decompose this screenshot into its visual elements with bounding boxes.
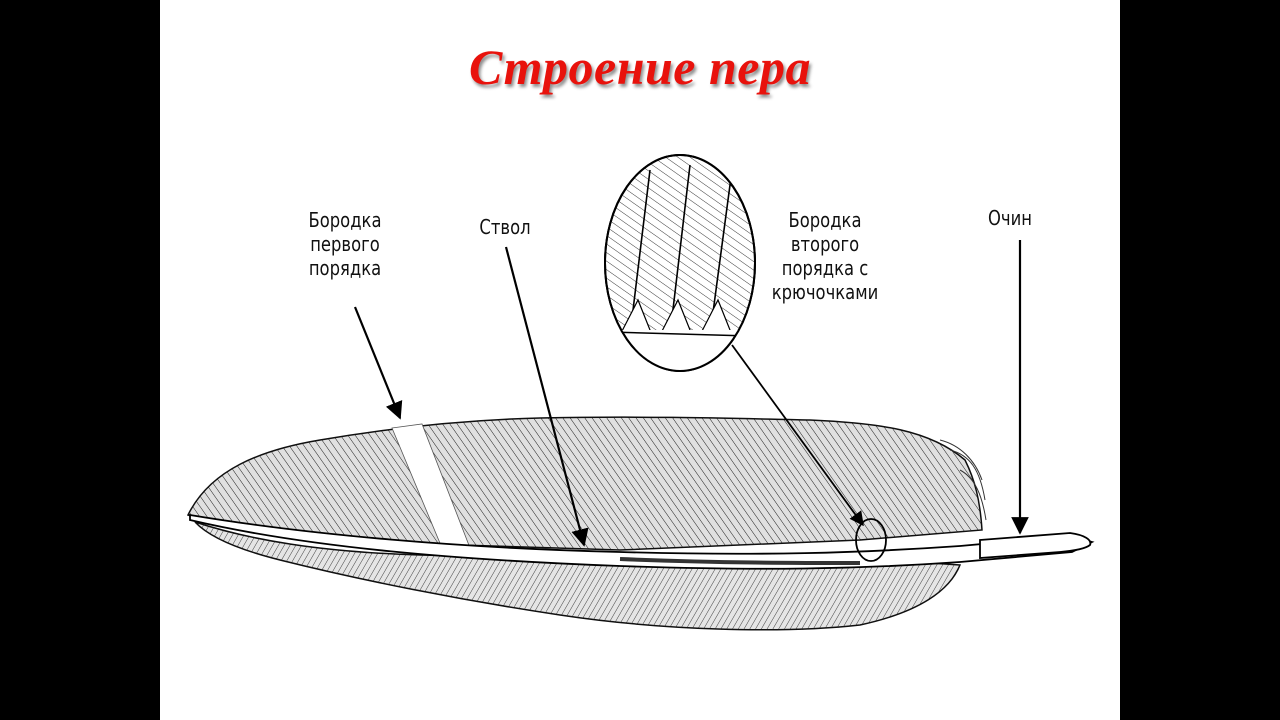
label-line: Бородка <box>308 208 382 232</box>
slide: Строение пера Бородка первого порядка Ст… <box>160 0 1120 720</box>
label-line: второго <box>790 232 860 256</box>
upper-vane <box>186 416 983 551</box>
arrow-barb-first-order <box>353 306 403 420</box>
label-line: Бородка <box>788 208 862 232</box>
label-barb-first-order: Бородка первого порядка <box>300 208 390 280</box>
label-barb-second-order: Бородка второго порядка с крючочками <box>768 208 883 304</box>
arrow-shaft <box>504 246 589 547</box>
label-shaft: Ствол <box>464 215 546 239</box>
label-quill: Очин <box>977 206 1043 230</box>
label-line: крючочками <box>771 280 879 304</box>
page-title: Строение пера <box>469 39 811 95</box>
feather-diagram <box>186 154 1095 631</box>
quill <box>979 532 1092 559</box>
label-line: порядка <box>308 256 382 280</box>
label-line: Ствол <box>479 215 531 239</box>
arrow-barb-second-order <box>731 344 864 527</box>
label-line: Очин <box>988 206 1032 230</box>
label-line: порядка с <box>781 256 869 280</box>
magnified-region-circle <box>855 518 887 562</box>
magnified-inset <box>604 154 756 372</box>
label-line: первого <box>310 232 380 256</box>
